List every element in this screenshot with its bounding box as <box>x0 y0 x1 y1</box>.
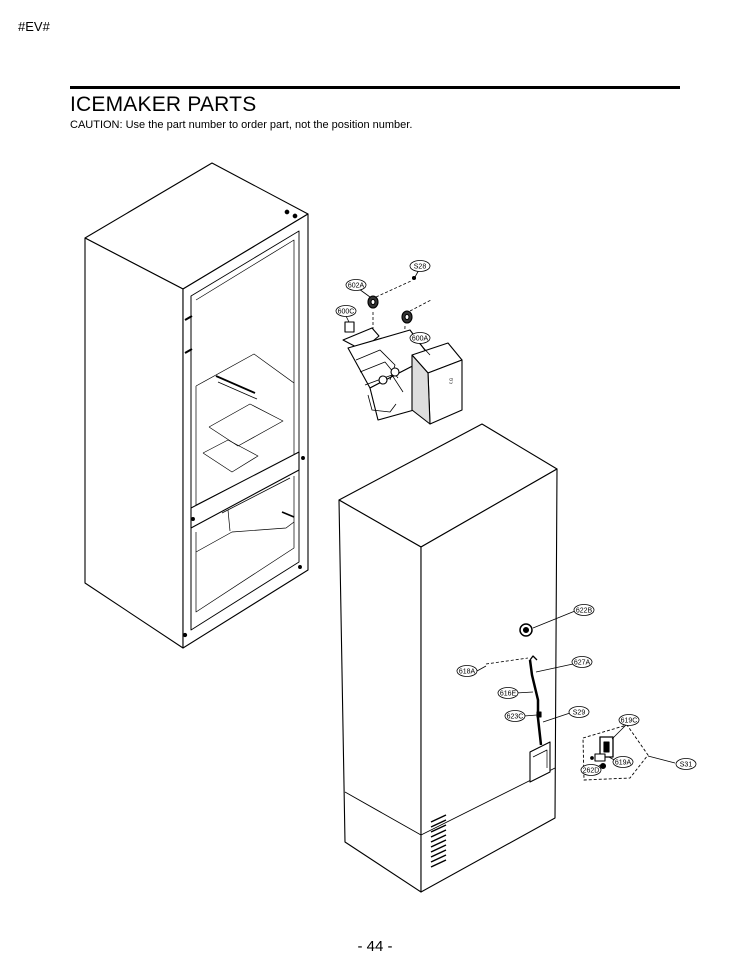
document-code: #EV# <box>18 19 50 34</box>
page-title: ICEMAKER PARTS <box>70 93 257 116</box>
callout-619a: 619A <box>615 760 632 767</box>
svg-text:LG: LG <box>448 377 454 384</box>
callout-618a: 618A <box>459 669 476 676</box>
callout-622b: 622B <box>576 608 593 615</box>
callout-600a: 600A <box>412 336 429 343</box>
callout-s29: S29 <box>573 710 586 717</box>
callout-619c: 619C <box>621 718 638 725</box>
caution-note: CAUTION: Use the part number to order pa… <box>70 119 413 131</box>
callout-s31: S31 <box>680 762 693 769</box>
callout-627a: 627A <box>574 660 591 667</box>
title-rule <box>70 86 680 89</box>
callout-s28: S28 <box>414 264 427 271</box>
callout-616e: 616E <box>500 691 517 698</box>
callout-623c: 623C <box>507 714 524 721</box>
callout-600c: 600C <box>338 309 355 316</box>
callout-262d: 262D <box>583 768 600 775</box>
refrigerator-cabinet <box>84 162 309 649</box>
page-number: - 44 - <box>357 938 393 955</box>
water-valve-inset <box>582 724 649 781</box>
icemaker-assembly: LG <box>342 275 463 425</box>
freezer-door-cabinet <box>338 423 558 893</box>
callout-602a: 602A <box>348 283 365 290</box>
